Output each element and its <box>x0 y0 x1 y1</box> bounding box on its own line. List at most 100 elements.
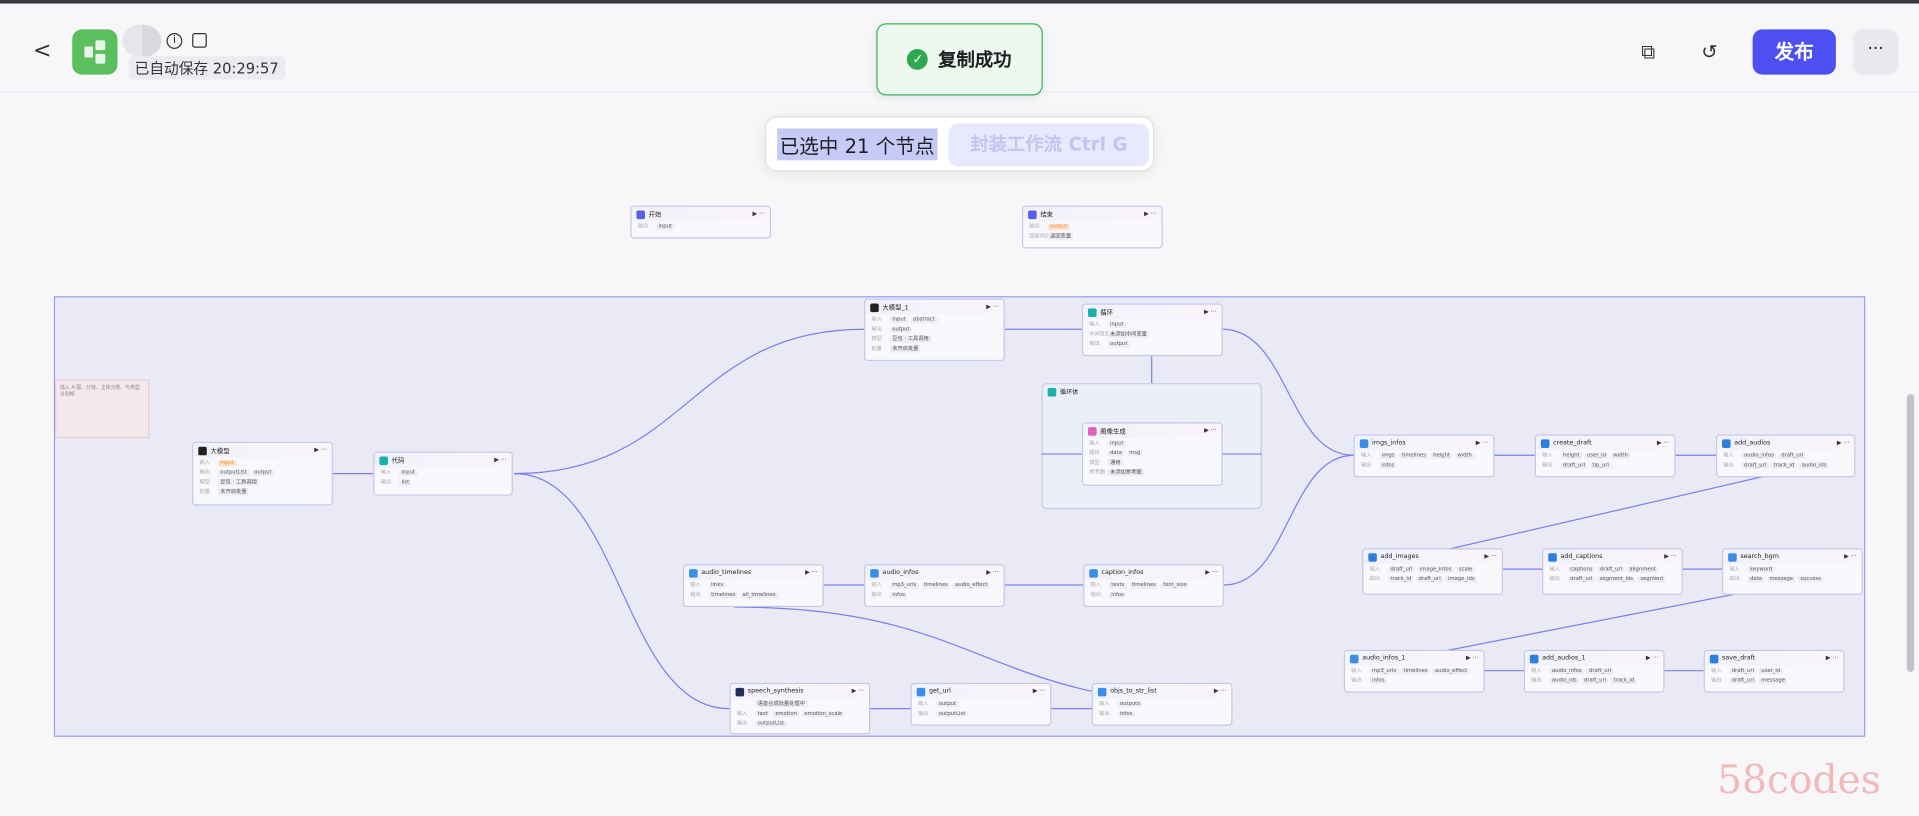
node-title: objs_to_str_list <box>1110 687 1157 696</box>
node-title: 图像生成 <box>1100 427 1126 436</box>
more-button[interactable]: ··· <box>1852 29 1899 75</box>
param-chip: output <box>251 469 275 476</box>
run-node-icon[interactable]: ▶ ··· <box>1664 553 1677 561</box>
run-node-icon[interactable]: ▶ ··· <box>314 446 327 455</box>
param-chip: timelines <box>1399 452 1429 459</box>
param-chip: emotion_scale <box>801 710 845 717</box>
node-param-row: 参考图未添加参考图 <box>1083 468 1221 478</box>
node-header: create_draft▶ ··· <box>1535 435 1675 451</box>
node-title: add_captions <box>1560 553 1603 561</box>
run-node-icon[interactable]: ▶ ··· <box>1484 553 1497 561</box>
note-card[interactable]: 插入 A 图、分镜、主体分类、与类型分割帧 <box>55 379 150 439</box>
param-chip: 豆包 · 工具调用 <box>889 335 932 343</box>
param-label: 输出 <box>1542 462 1553 469</box>
copy-icon[interactable]: ⧉ <box>1641 40 1656 64</box>
run-node-icon[interactable]: ▶ ··· <box>1836 439 1850 447</box>
run-node-icon[interactable]: ▶ ··· <box>1475 439 1489 447</box>
param-label: 输入 <box>199 460 211 467</box>
node-param-row: 回答内容返回变量 <box>1023 231 1161 241</box>
run-node-icon[interactable]: ▶ ··· <box>1144 210 1157 218</box>
run-node-icon[interactable]: ▶ ··· <box>1032 687 1046 696</box>
param-chip: segment <box>1637 575 1666 582</box>
run-node-icon[interactable]: ▶ ··· <box>1656 439 1670 447</box>
run-node-icon[interactable]: ▶ ··· <box>805 569 818 577</box>
param-label: 输出 <box>917 711 929 718</box>
run-node-icon[interactable]: ▶ ··· <box>851 687 865 696</box>
node-title: 代码 <box>391 457 405 465</box>
window-top-border <box>0 0 1919 4</box>
node-title: imgs_infos <box>1371 439 1406 447</box>
node-type-icon <box>1349 654 1359 663</box>
run-node-icon[interactable]: ▶ ··· <box>494 456 507 464</box>
node-type-icon <box>689 568 698 578</box>
avatar[interactable] <box>122 24 162 58</box>
run-node-icon[interactable]: ▶ ··· <box>1204 308 1217 316</box>
param-chip: message <box>1758 677 1788 684</box>
run-node-icon[interactable]: ▶ ··· <box>1844 553 1857 561</box>
node-title: add_audios <box>1734 439 1771 447</box>
run-node-icon[interactable]: ▶ ··· <box>1204 427 1217 435</box>
param-chip: input <box>889 316 909 323</box>
back-button[interactable]: < <box>33 37 52 64</box>
param-chip: text <box>755 710 771 717</box>
run-node-icon[interactable]: ▶ ··· <box>986 303 999 311</box>
vertical-scrollbar[interactable] <box>1906 394 1915 672</box>
run-node-icon[interactable]: ▶ ··· <box>986 569 999 577</box>
run-node-icon[interactable]: ▶ ··· <box>1825 654 1839 663</box>
param-chip: output <box>1047 223 1070 230</box>
param-label: 输入 <box>1369 566 1381 573</box>
param-chip: 通用 <box>1107 458 1124 467</box>
selection-count: 已选中 21 个节点 <box>777 128 937 161</box>
param-chip: 未添加参考图 <box>1107 468 1145 477</box>
param-chip: outputList <box>755 720 787 727</box>
run-node-icon[interactable]: ▶ ··· <box>1205 569 1218 577</box>
publish-button[interactable]: 发布 <box>1752 29 1836 75</box>
run-node-icon[interactable]: ▶ ··· <box>752 210 765 218</box>
run-node-icon[interactable]: ▶ ··· <box>1465 654 1479 663</box>
param-chip: user_id <box>1758 667 1783 674</box>
run-node-icon[interactable]: ▶ ··· <box>1645 654 1659 663</box>
param-chip: height <box>1430 452 1453 459</box>
node-param-row: 模型通用 <box>1083 458 1221 468</box>
param-chip: font_size <box>1160 581 1189 589</box>
run-node-icon[interactable]: ▶ ··· <box>1213 687 1227 696</box>
wrap-workflow-button[interactable]: 封装工作流 Ctrl G <box>948 123 1150 167</box>
param-chip: list <box>398 479 412 486</box>
node-header: caption_infos ▶ ··· <box>1084 565 1223 581</box>
info-icon[interactable]: i <box>166 33 183 49</box>
edit-icon[interactable] <box>192 33 207 48</box>
history-icon[interactable]: ↺ <box>1701 40 1718 64</box>
node-header: audio_infos▶ ··· <box>865 565 1004 581</box>
node-title: caption_infos <box>1101 569 1144 577</box>
